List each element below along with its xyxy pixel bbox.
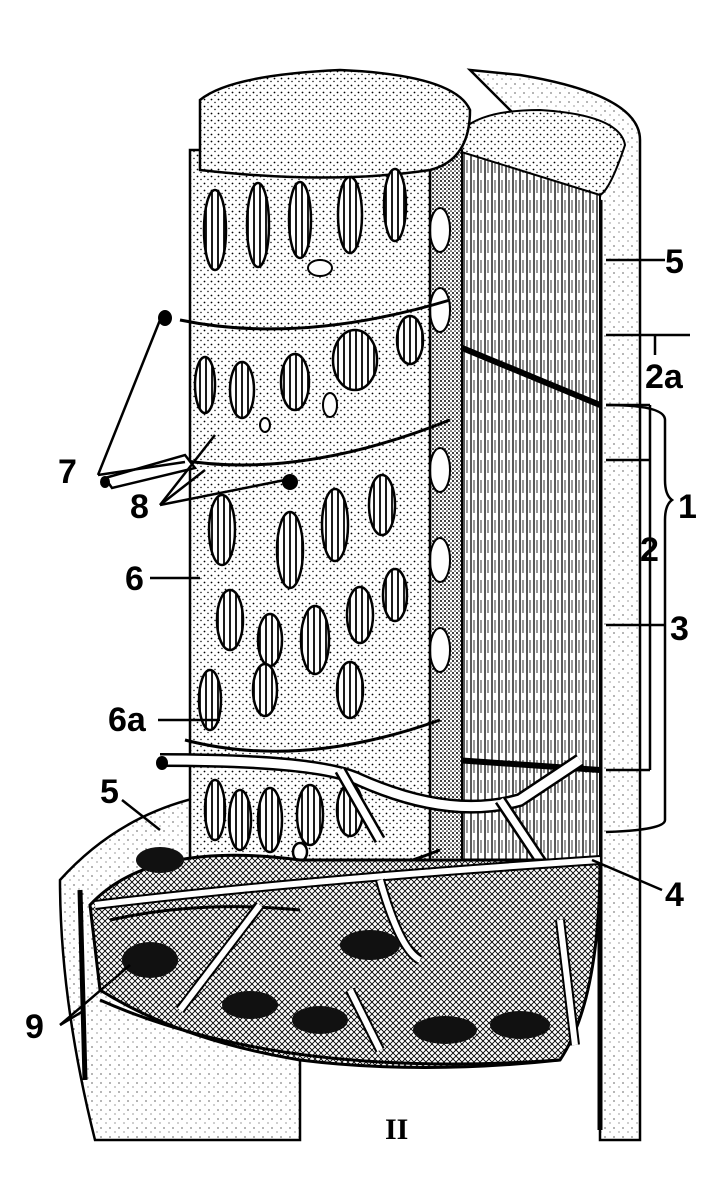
label-1: 1 — [678, 488, 697, 526]
leader-lines — [59, 258, 690, 1027]
figure-numeral: II — [385, 1113, 409, 1146]
label-3: 3 — [670, 610, 689, 648]
myofibril-bundle — [453, 108, 627, 902]
cross-section — [88, 847, 602, 1069]
label-9: 9 — [25, 1008, 44, 1046]
label-8: 8 — [130, 488, 149, 526]
label-5-bottom: 5 — [100, 773, 119, 811]
label-5-top: 5 — [665, 243, 684, 281]
label-2a: 2a — [645, 358, 683, 396]
label-7: 7 — [58, 453, 77, 491]
label-4: 4 — [665, 876, 684, 914]
label-2: 2 — [640, 531, 659, 569]
label-6a: 6a — [108, 701, 146, 739]
label-6: 6 — [125, 560, 144, 598]
